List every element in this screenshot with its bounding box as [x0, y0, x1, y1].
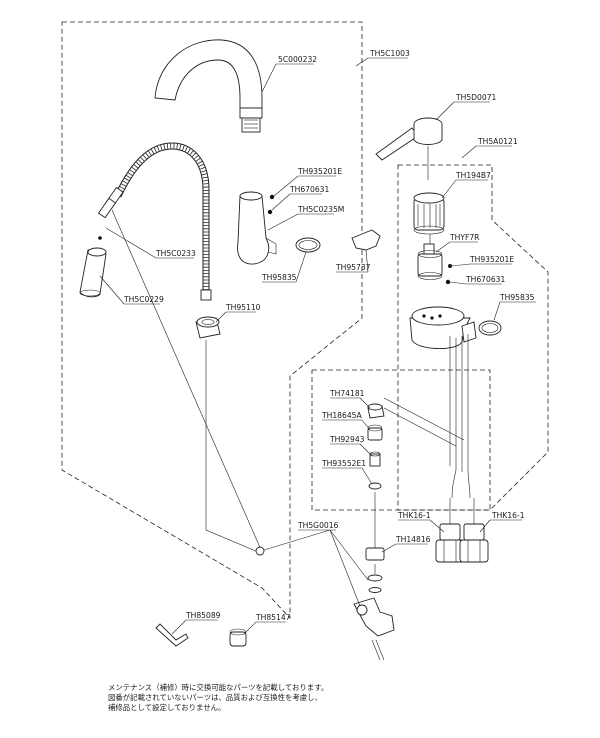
label-part-18645: TH18645A — [321, 411, 363, 420]
label-spout-group: TH5C1003 — [369, 49, 410, 58]
spray-head-drawing — [79, 236, 107, 298]
label-screw-right: TH935201E — [469, 255, 514, 264]
cap-drawing — [413, 192, 445, 235]
note-line-1: メンテナンス（補修）時に交換可能なパーツを記載しております。 — [108, 683, 328, 692]
spout-group-outline — [61, 21, 363, 620]
sub-parts-outline — [311, 369, 491, 511]
leader-lines — [99, 57, 536, 635]
label-part-93552: TH93552E1 — [321, 459, 366, 468]
label-part-92943: TH92943 — [329, 435, 365, 444]
label-washer: TH670631 — [289, 185, 330, 194]
label-part-74181: TH74181 — [329, 389, 365, 398]
label-valve-group: TH5A0121 — [477, 137, 518, 146]
small-cap-drawing — [229, 628, 247, 647]
valve-set-drawing — [353, 492, 395, 661]
label-hex-key: TH85089 — [185, 611, 221, 620]
label-hose-nut: TH95110 — [225, 303, 261, 312]
label-hose-group: TH5C0233 — [155, 249, 196, 258]
cartridge-drawing — [417, 234, 452, 285]
label-valve-set: TH5G0016 — [297, 521, 339, 530]
hex-key-drawing — [155, 623, 189, 647]
label-spout: 5C000232 — [278, 55, 317, 64]
note-line-2: 図番が記載されていないパーツは、品質および互換性を考慮し、 — [108, 693, 322, 702]
label-cap: TH194B7 — [455, 171, 491, 180]
hose-guide-line — [205, 340, 259, 553]
label-adapter-left: THK16-1 — [397, 511, 431, 520]
label-oring-right: TH95835 — [499, 293, 535, 302]
label-spray-head: TH5C0229 — [123, 295, 164, 304]
hose-drawing — [97, 142, 212, 301]
label-adapter-right: THK16-1 — [491, 511, 525, 520]
label-lever-handle: TH5D0071 — [455, 93, 497, 102]
hose-nut-drawing — [195, 316, 221, 339]
spout-base-drawing — [237, 191, 277, 265]
label-oring-left: TH95835 — [261, 273, 297, 282]
label-spout-base: TH5C0235M — [297, 205, 344, 214]
adapters-drawing — [435, 498, 489, 563]
note-line-3: 補修品として設定しておりません。 — [108, 703, 225, 712]
supply-tubes-drawing — [383, 334, 471, 499]
label-cartridge: THYF7R — [449, 233, 480, 242]
label-screw: TH935201E — [297, 167, 342, 176]
label-supply-nut: TH14816 — [395, 535, 431, 544]
clip-left-drawing — [351, 229, 381, 251]
valve-body-drawing — [409, 306, 477, 349]
oring-left-drawing — [295, 237, 321, 253]
lever-handle-drawing — [375, 117, 443, 180]
small-parts-drawing — [367, 403, 385, 490]
label-clip-left: TH95737 — [335, 263, 371, 272]
spout-drawing — [154, 39, 263, 133]
label-cap-small: TH85147 — [255, 613, 291, 622]
label-washer-right: TH670631 — [465, 275, 506, 284]
